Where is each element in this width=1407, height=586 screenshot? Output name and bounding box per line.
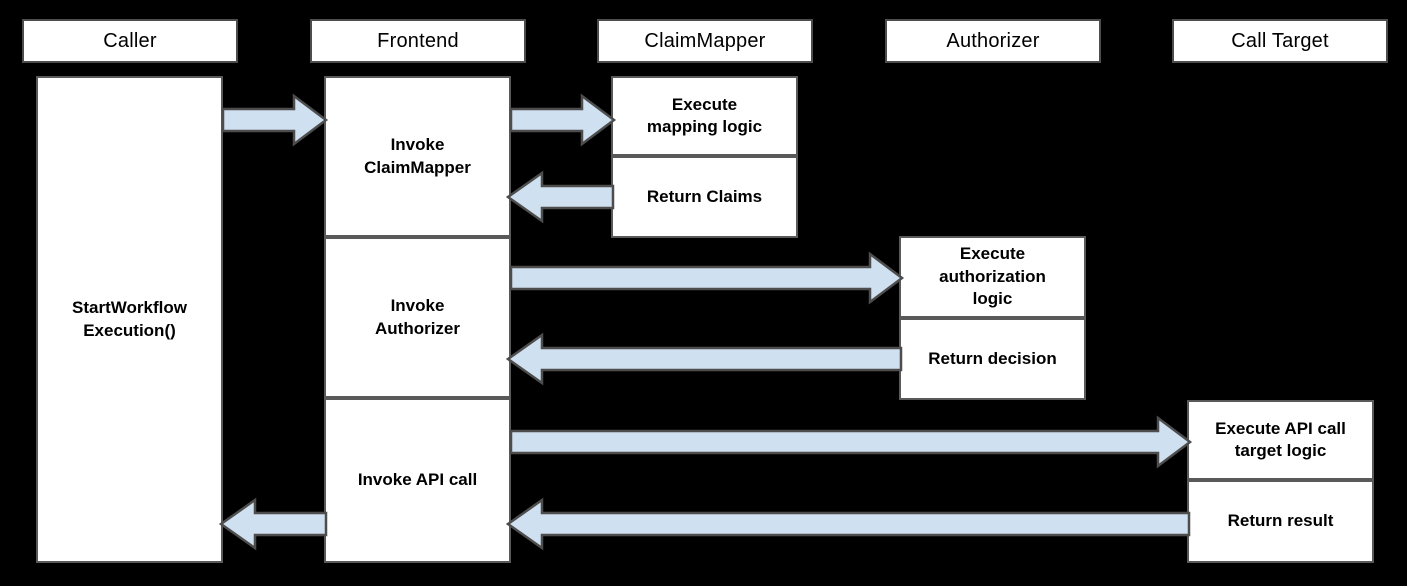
message-arrow-frontend-to-calltarget[interactable]: [509, 415, 1193, 469]
lifeline-header-frontend[interactable]: Frontend: [310, 19, 526, 63]
activation-claimmapper-return-claims[interactable]: Return Claims: [611, 156, 798, 238]
activation-authorizer-return-decision-label: Return decision: [928, 348, 1057, 368]
message-arrow-caller-to-frontend[interactable]: [221, 93, 329, 147]
lifeline-header-frontend-label: Frontend: [377, 29, 459, 52]
lifeline-header-authorizer[interactable]: Authorizer: [885, 19, 1101, 63]
activation-calltarget-return-result-label: Return result: [1227, 511, 1334, 531]
activation-authorizer-execute-logic[interactable]: Execute authorization logic: [899, 236, 1086, 318]
lifeline-header-calltarget-label: Call Target: [1231, 29, 1329, 52]
lifeline-header-authorizer-label: Authorizer: [946, 29, 1040, 52]
activation-authorizer-execute-logic-label: Execute authorization logic: [939, 244, 1046, 309]
lifeline-header-caller[interactable]: Caller: [22, 19, 238, 63]
activation-frontend-invoke-claimmapper[interactable]: Invoke ClaimMapper: [324, 76, 511, 237]
activation-caller-startworkflow[interactable]: StartWorkflow Execution(): [36, 76, 223, 563]
activation-claimmapper-return-claims-label: Return Claims: [646, 186, 763, 206]
activation-frontend-invoke-api-call-label: Invoke API call: [357, 470, 478, 490]
message-arrow-calltarget-to-frontend[interactable]: [505, 497, 1191, 551]
activation-calltarget-execute-logic[interactable]: Execute API call target logic: [1187, 400, 1374, 480]
activation-calltarget-return-result[interactable]: Return result: [1187, 480, 1374, 563]
activation-frontend-invoke-claimmapper-label: Invoke ClaimMapper: [364, 135, 471, 177]
lifeline-header-claimmapper[interactable]: ClaimMapper: [597, 19, 813, 63]
lifeline-header-caller-label: Caller: [103, 29, 157, 52]
activation-authorizer-return-decision[interactable]: Return decision: [899, 318, 1086, 400]
message-arrow-frontend-to-claimmapper[interactable]: [509, 93, 617, 147]
message-arrow-claimmapper-to-frontend[interactable]: [505, 170, 615, 224]
activation-frontend-invoke-api-call[interactable]: Invoke API call: [324, 398, 511, 563]
message-arrow-frontend-to-authorizer[interactable]: [509, 251, 905, 305]
activation-claimmapper-execute-mapping[interactable]: Execute mapping logic: [611, 76, 798, 156]
message-arrow-frontend-to-caller[interactable]: [218, 497, 328, 551]
activation-calltarget-execute-logic-label: Execute API call target logic: [1215, 418, 1346, 460]
lifeline-header-claimmapper-label: ClaimMapper: [644, 29, 766, 52]
activation-frontend-invoke-authorizer-label: Invoke Authorizer: [375, 296, 460, 338]
message-arrow-authorizer-to-frontend[interactable]: [505, 332, 903, 386]
activation-frontend-invoke-authorizer[interactable]: Invoke Authorizer: [324, 237, 511, 398]
activation-claimmapper-execute-mapping-label: Execute mapping logic: [646, 94, 763, 136]
lifeline-header-calltarget[interactable]: Call Target: [1172, 19, 1388, 63]
activation-caller-startworkflow-label: StartWorkflow Execution(): [72, 298, 187, 340]
